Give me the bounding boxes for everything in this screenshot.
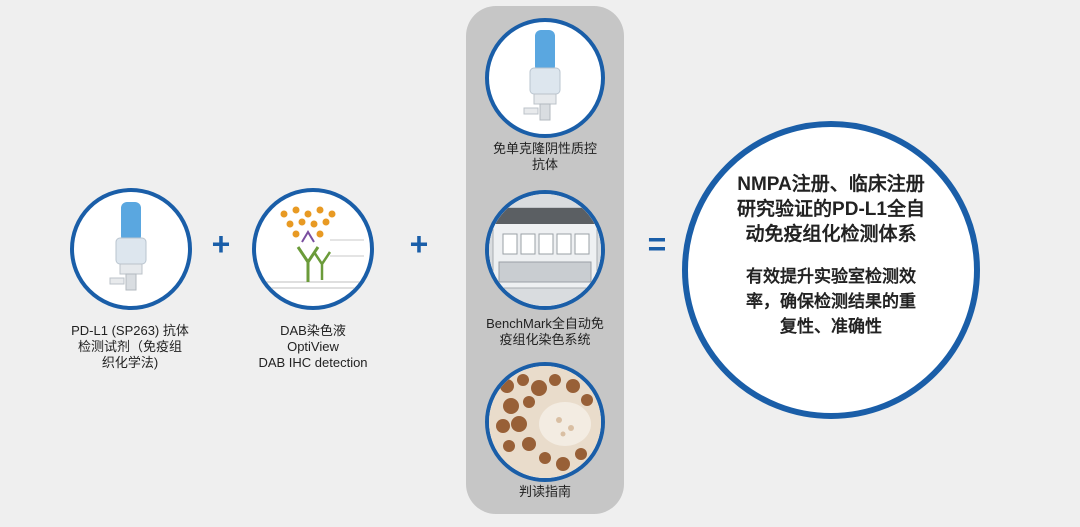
tissue-stain-image <box>489 366 601 478</box>
guide-label: 判读指南 <box>518 484 571 499</box>
equals-operator: = <box>647 226 667 262</box>
result-circle <box>682 121 980 419</box>
control-antibody-circle <box>485 18 605 138</box>
antibody-vial-circle <box>70 188 192 310</box>
guide-circle <box>485 362 605 482</box>
control-antibody-label: 免单克隆阴性质控 抗体 <box>492 141 597 172</box>
plus-operator-1: + <box>211 226 231 262</box>
dab-label: DAB染色液 OptiView DAB IHC detection <box>258 323 368 370</box>
result-headline: NMPA注册、临床注册 研究验证的PD-L1全自 动免疫组化检测体系 <box>737 174 925 245</box>
dab-circle <box>252 188 374 310</box>
antibody-label: PD-L1 (SP263) 抗体 检测试剂（免疫组 织化学法) <box>71 323 189 370</box>
benchmark-instrument-image <box>489 194 601 306</box>
antibody-vial-image <box>109 202 147 291</box>
benchmark-label: BenchMark全自动免 疫组化染色系统 <box>486 316 604 347</box>
control-vial-image <box>523 30 561 121</box>
plus-operator-2: + <box>409 226 429 262</box>
benchmark-circle <box>485 190 605 310</box>
dab-diagram-image <box>266 206 364 289</box>
result-benefits: 有效提升实验室检测效 率，确保检测结果的重 复性、准确性 <box>746 267 916 336</box>
